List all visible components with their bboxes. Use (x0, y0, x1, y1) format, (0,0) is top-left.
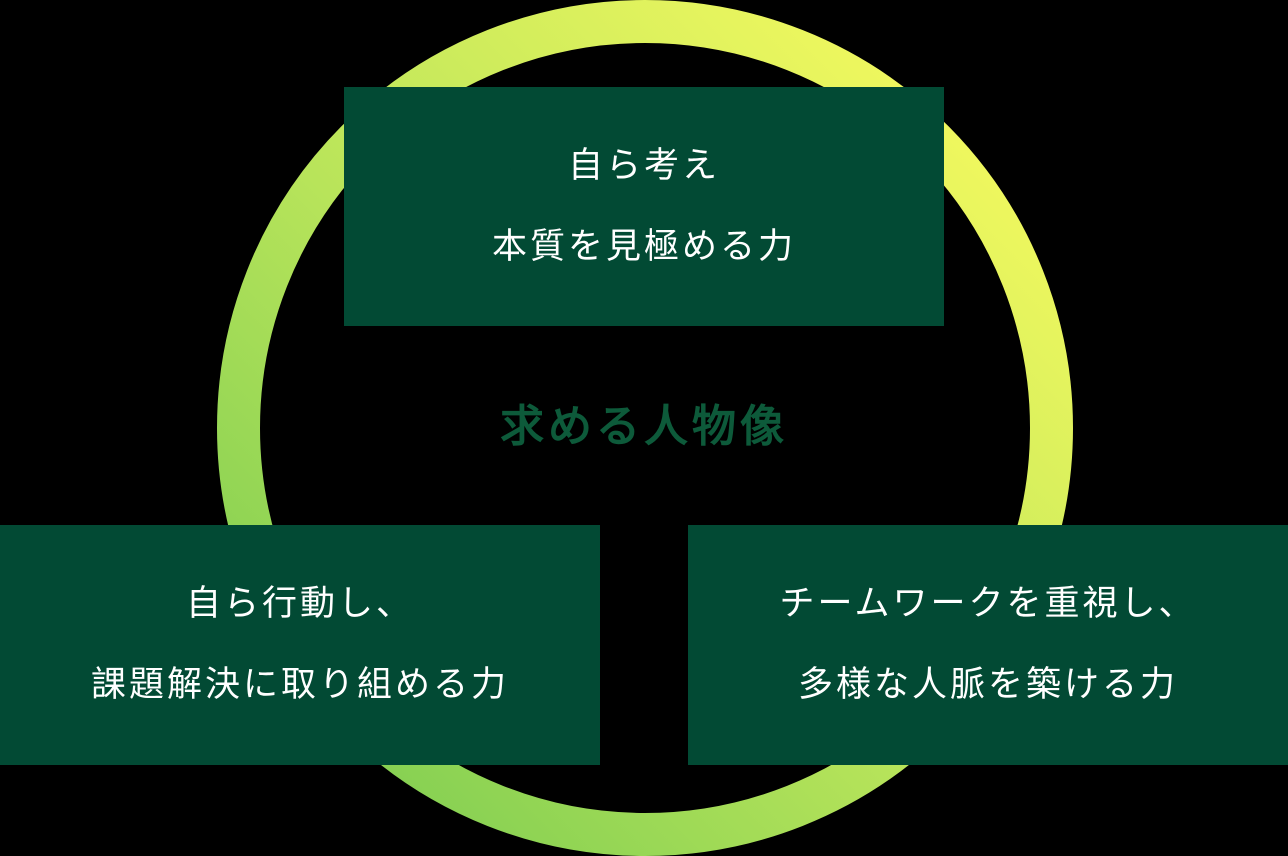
trait-line: チームワークを重視し、 (779, 584, 1197, 624)
trait-line: 自ら考え (567, 145, 720, 186)
trait-box-teamwork: チームワークを重視し、 多様な人脈を築ける力 (688, 525, 1288, 765)
trait-box-think: 自ら考え 本質を見極める力 (344, 87, 944, 326)
trait-line: 課題解決に取り組める力 (90, 665, 509, 705)
circle-ring (217, 0, 1073, 856)
trait-box-act: 自ら行動し、 課題解決に取り組める力 (0, 525, 600, 765)
diagram-title: 求める人物像 (500, 401, 788, 452)
trait-line: 多様な人脈を築ける力 (797, 665, 1178, 705)
trait-line: 自ら行動し、 (185, 584, 414, 624)
trait-line: 本質を見極める力 (491, 226, 796, 267)
